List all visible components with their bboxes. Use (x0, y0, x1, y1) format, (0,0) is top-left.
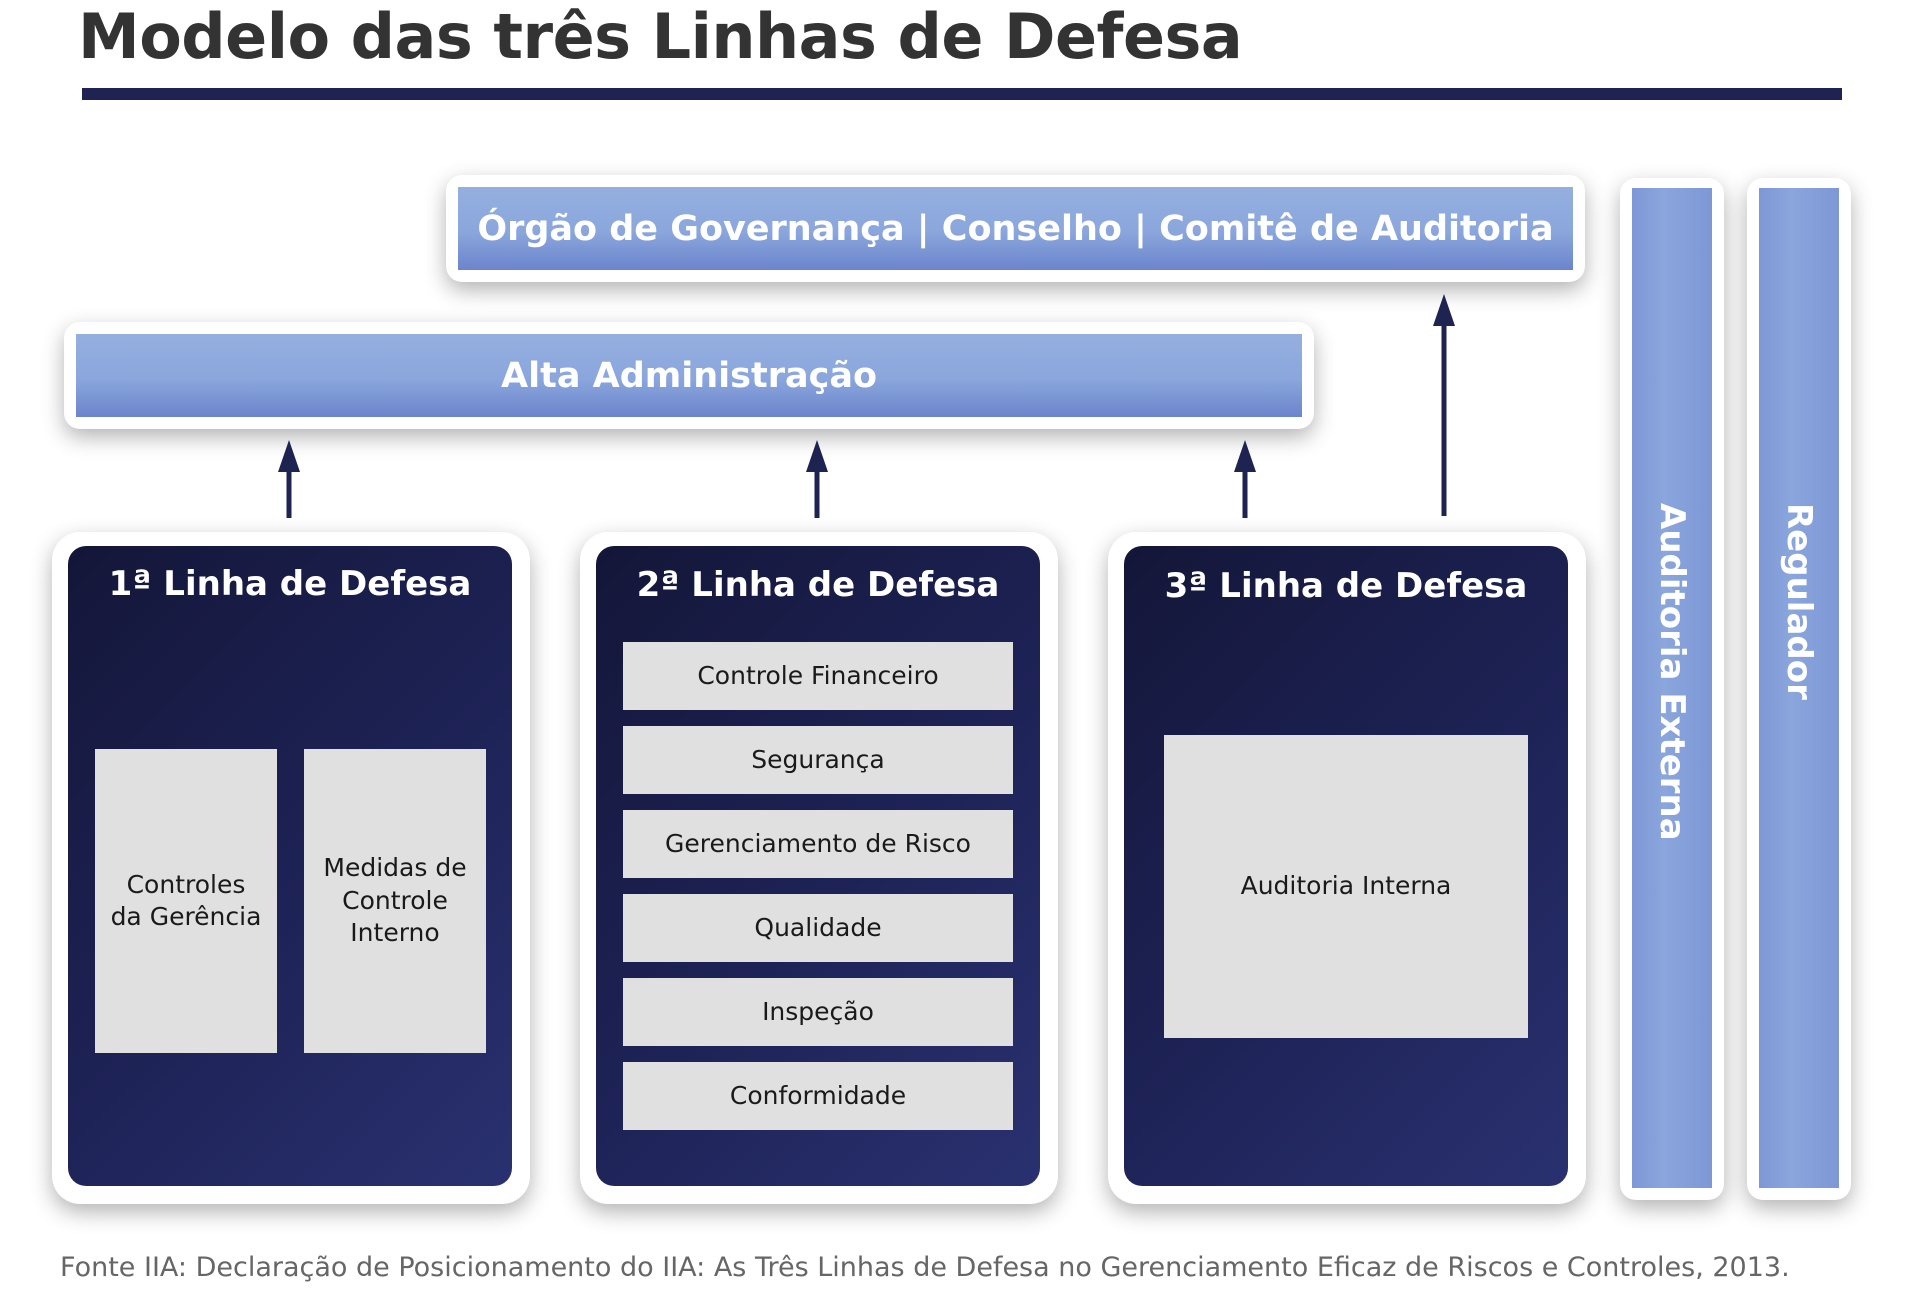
alta-administracao-bar: Alta Administração (76, 334, 1302, 417)
line2-item: Gerenciamento de Risco (623, 810, 1013, 878)
source-note: Fonte IIA: Declaração de Posicionamento … (60, 1252, 1790, 1283)
line2-title: 2ª Linha de Defesa (636, 565, 1000, 605)
line1-title: 1ª Linha de Defesa (108, 564, 472, 604)
line2-item: Segurança (623, 726, 1013, 794)
line2-item: Conformidade (623, 1062, 1013, 1130)
line3-title: 3ª Linha de Defesa (1164, 566, 1528, 606)
regulator-label: Regulador (1779, 503, 1819, 700)
arrow-up-icon (1234, 440, 1256, 518)
line2-item: Qualidade (623, 894, 1013, 962)
external-audit-label: Auditoria Externa (1652, 503, 1692, 841)
title-underline (82, 88, 1842, 100)
line1-item: Medidas de Controle Interno (304, 749, 486, 1053)
line3-item: Auditoria Interna (1164, 735, 1528, 1038)
arrow-up-icon (806, 440, 828, 518)
governance-bar: Órgão de Governança | Conselho | Comitê … (458, 187, 1573, 270)
arrow-up-icon (278, 440, 300, 518)
line2-item: Inspeção (623, 978, 1013, 1046)
line1-item: Controles da Gerência (95, 749, 277, 1053)
line2-item: Controle Financeiro (623, 642, 1013, 710)
line3-panel: 3ª Linha de Defesa Auditoria Interna (1124, 546, 1568, 1186)
external-audit-bar: Auditoria Externa (1632, 188, 1712, 1188)
regulator-bar: Regulador (1759, 188, 1839, 1188)
line2-panel: 2ª Linha de Defesa Controle Financeiro S… (596, 546, 1040, 1186)
page-title: Modelo das três Linhas de Defesa (78, 0, 1243, 73)
line1-panel: 1ª Linha de Defesa Controles da Gerência… (68, 546, 512, 1186)
arrow-up-icon (1433, 294, 1455, 516)
